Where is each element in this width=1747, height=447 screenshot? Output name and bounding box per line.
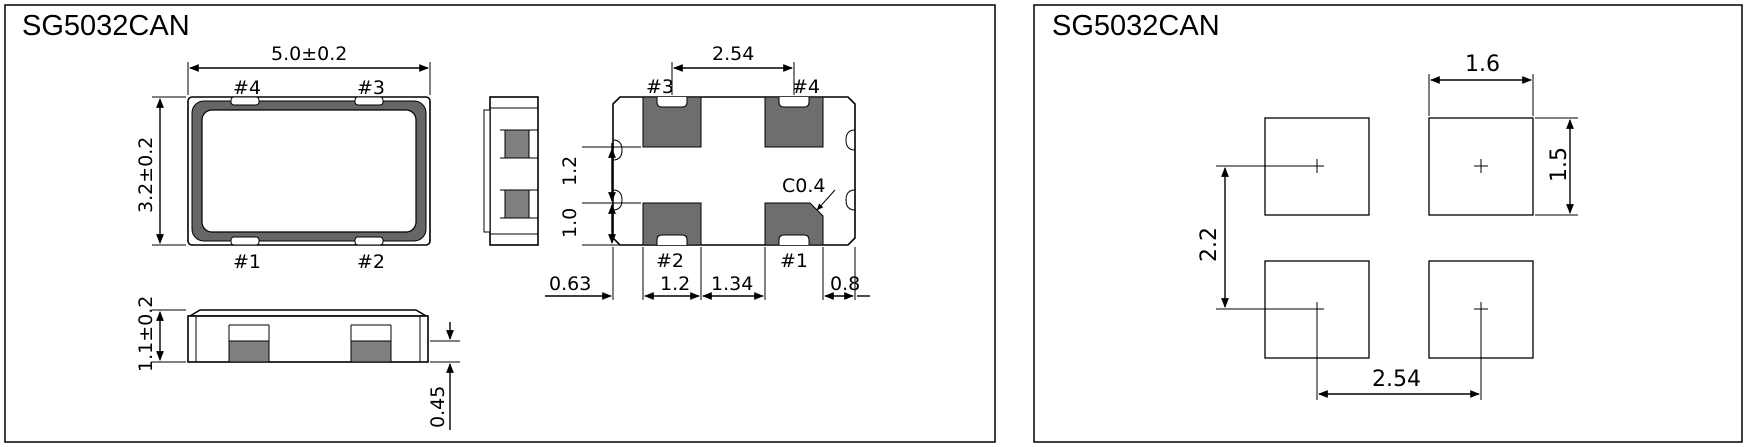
dim-063-label: 0.63: [549, 273, 591, 295]
pitch-horizontal-label: 2.54: [1372, 367, 1421, 392]
pad-pin1: [764, 202, 824, 246]
chamfer-label: C0.4: [782, 175, 825, 197]
dim-08-label: 0.8: [830, 273, 860, 295]
chamfer-leader: [816, 189, 836, 211]
pad-thickness-label: 0.45: [427, 386, 449, 428]
top-view-pin4-label: #4: [233, 77, 261, 99]
top-view: #4 #3 #1 #2 5.0±0.2 3.2±0.2: [135, 43, 431, 273]
side-view-pad-left: [228, 340, 270, 363]
top-view-pin2-label: #2: [357, 251, 385, 273]
side-view: 1.1±0.2 0.45: [135, 296, 460, 430]
land-pattern: [1264, 117, 1534, 359]
width-dim-label: 5.0±0.2: [271, 43, 347, 65]
package-lid: [201, 109, 417, 233]
top-view-pin3-label: #3: [357, 77, 385, 99]
notch-pin1: [230, 236, 260, 246]
side-view-lid: [187, 309, 429, 317]
height-dim-label: 3.2±0.2: [135, 137, 157, 213]
end-view-body: [489, 96, 539, 246]
end-view-lid: [483, 109, 491, 233]
left-panel: SG5032CAN #4 #3 #1 #2 5.0±0.2 3.2±0.2: [4, 4, 996, 443]
pad-height-label: 1.0: [559, 208, 581, 238]
bottom-view-pin3-label: #3: [646, 76, 674, 98]
pitch-vertical-label: 2.2: [1197, 227, 1222, 262]
side-view-pad-right: [350, 340, 392, 363]
end-view: [483, 96, 539, 246]
end-view-pad-bottom: [504, 189, 530, 219]
right-panel: SG5032CAN 1.6 1.5 2.2: [1033, 4, 1743, 443]
notch-pin4: [230, 96, 260, 106]
bottom-view-pin4-label: #4: [792, 76, 820, 98]
dim-12-label: 1.2: [660, 273, 690, 295]
left-panel-frame: [4, 4, 996, 443]
side-view-body: [187, 315, 429, 363]
top-view-pin1-label: #1: [233, 251, 261, 273]
notch-pin3: [354, 96, 384, 106]
pad-gap-label: 1.2: [559, 156, 581, 186]
notch-pin2: [354, 236, 384, 246]
left-panel-title: SG5032CAN: [22, 10, 190, 42]
bottom-view-pitch-label: 2.54: [712, 43, 754, 65]
right-panel-title: SG5032CAN: [1052, 10, 1220, 42]
bottom-view-pin1-label: #1: [780, 250, 808, 272]
dim-134-label: 1.34: [711, 273, 753, 295]
bottom-view-pin2-label: #2: [656, 250, 684, 272]
end-view-pad-top: [504, 129, 530, 159]
side-height-label: 1.1±0.2: [135, 296, 157, 372]
right-panel-frame: [1033, 4, 1743, 443]
pad-width-label: 1.6: [1465, 52, 1500, 77]
pad-height-label-right: 1.5: [1547, 147, 1572, 182]
bottom-view: #3 #4 #2 #1 2.54 1.2 1.0 C0.4: [545, 43, 870, 300]
